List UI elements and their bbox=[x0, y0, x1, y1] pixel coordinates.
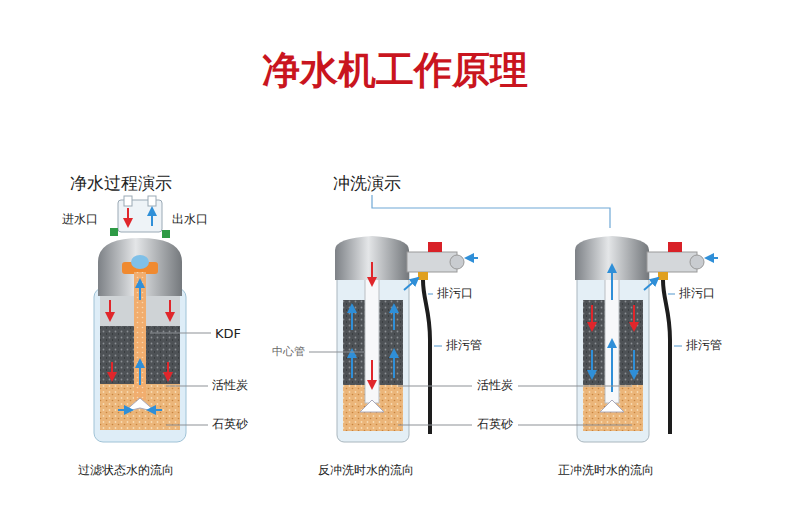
layer-label: 活性炭 bbox=[212, 378, 248, 392]
port-label: 进水口 bbox=[62, 212, 98, 226]
caption-label: 反冲洗时水的流向 bbox=[318, 463, 414, 477]
layer-label: 石英砂 bbox=[212, 417, 248, 431]
caption-label: 正冲洗时水的流向 bbox=[558, 463, 654, 477]
section-heading: 净水过程演示 bbox=[70, 173, 172, 193]
part-label: 排污管 bbox=[686, 338, 722, 352]
layer-label: KDF bbox=[215, 326, 241, 342]
part-label: 中心管 bbox=[272, 345, 305, 358]
port-label: 排污口 bbox=[437, 286, 473, 300]
port-label: 出水口 bbox=[172, 212, 208, 226]
port-label: 排污口 bbox=[679, 286, 715, 300]
section-heading: 冲洗演示 bbox=[333, 173, 401, 193]
layer-label: 活性炭 bbox=[477, 378, 513, 392]
layer-label: 石英砂 bbox=[477, 417, 513, 431]
part-label: 排污管 bbox=[446, 338, 482, 352]
page-title: 净水机工作原理 bbox=[0, 48, 790, 94]
caption-label: 过滤状态水的流向 bbox=[78, 463, 174, 477]
